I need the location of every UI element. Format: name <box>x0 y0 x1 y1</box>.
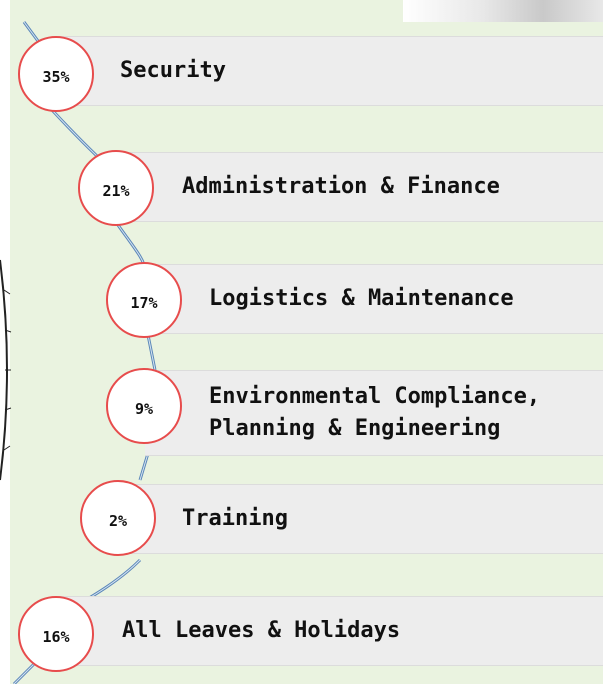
category-bar-environmental-compliance: Environmental Compliance, Planning & Eng… <box>145 370 603 456</box>
category-label: Environmental Compliance, Planning & Eng… <box>209 384 541 441</box>
percent-circle: 21% <box>78 150 154 226</box>
percent-circle: 2% <box>80 480 156 556</box>
category-bar-logistics-maintenance: Logistics & Maintenance <box>145 264 603 334</box>
percent-value: 35% <box>42 68 70 86</box>
percent-value: 2% <box>108 512 128 530</box>
category-bar-leaves-holidays: All Leaves & Holidays <box>60 596 603 666</box>
percent-value: 21% <box>102 182 130 200</box>
category-label: Training <box>182 506 288 532</box>
percent-circle: 9% <box>106 368 182 444</box>
decorative-corner-shade <box>403 0 603 22</box>
category-label: Logistics & Maintenance <box>209 286 514 312</box>
decorative-edge-arc <box>0 259 12 481</box>
percent-value: 17% <box>130 294 158 312</box>
category-label: All Leaves & Holidays <box>122 618 401 644</box>
percent-circle: 35% <box>18 36 94 112</box>
percent-value: 16% <box>42 628 70 646</box>
category-bar-administration-finance: Administration & Finance <box>118 152 603 222</box>
percent-value: 9% <box>134 400 154 418</box>
category-label: Administration & Finance <box>182 174 500 200</box>
left-margin <box>0 0 10 684</box>
category-bar-training: Training <box>120 484 603 554</box>
category-label: Security <box>120 58 226 84</box>
percent-circle: 17% <box>106 262 182 338</box>
percent-circle: 16% <box>18 596 94 672</box>
category-bar-security: Security <box>60 36 603 106</box>
